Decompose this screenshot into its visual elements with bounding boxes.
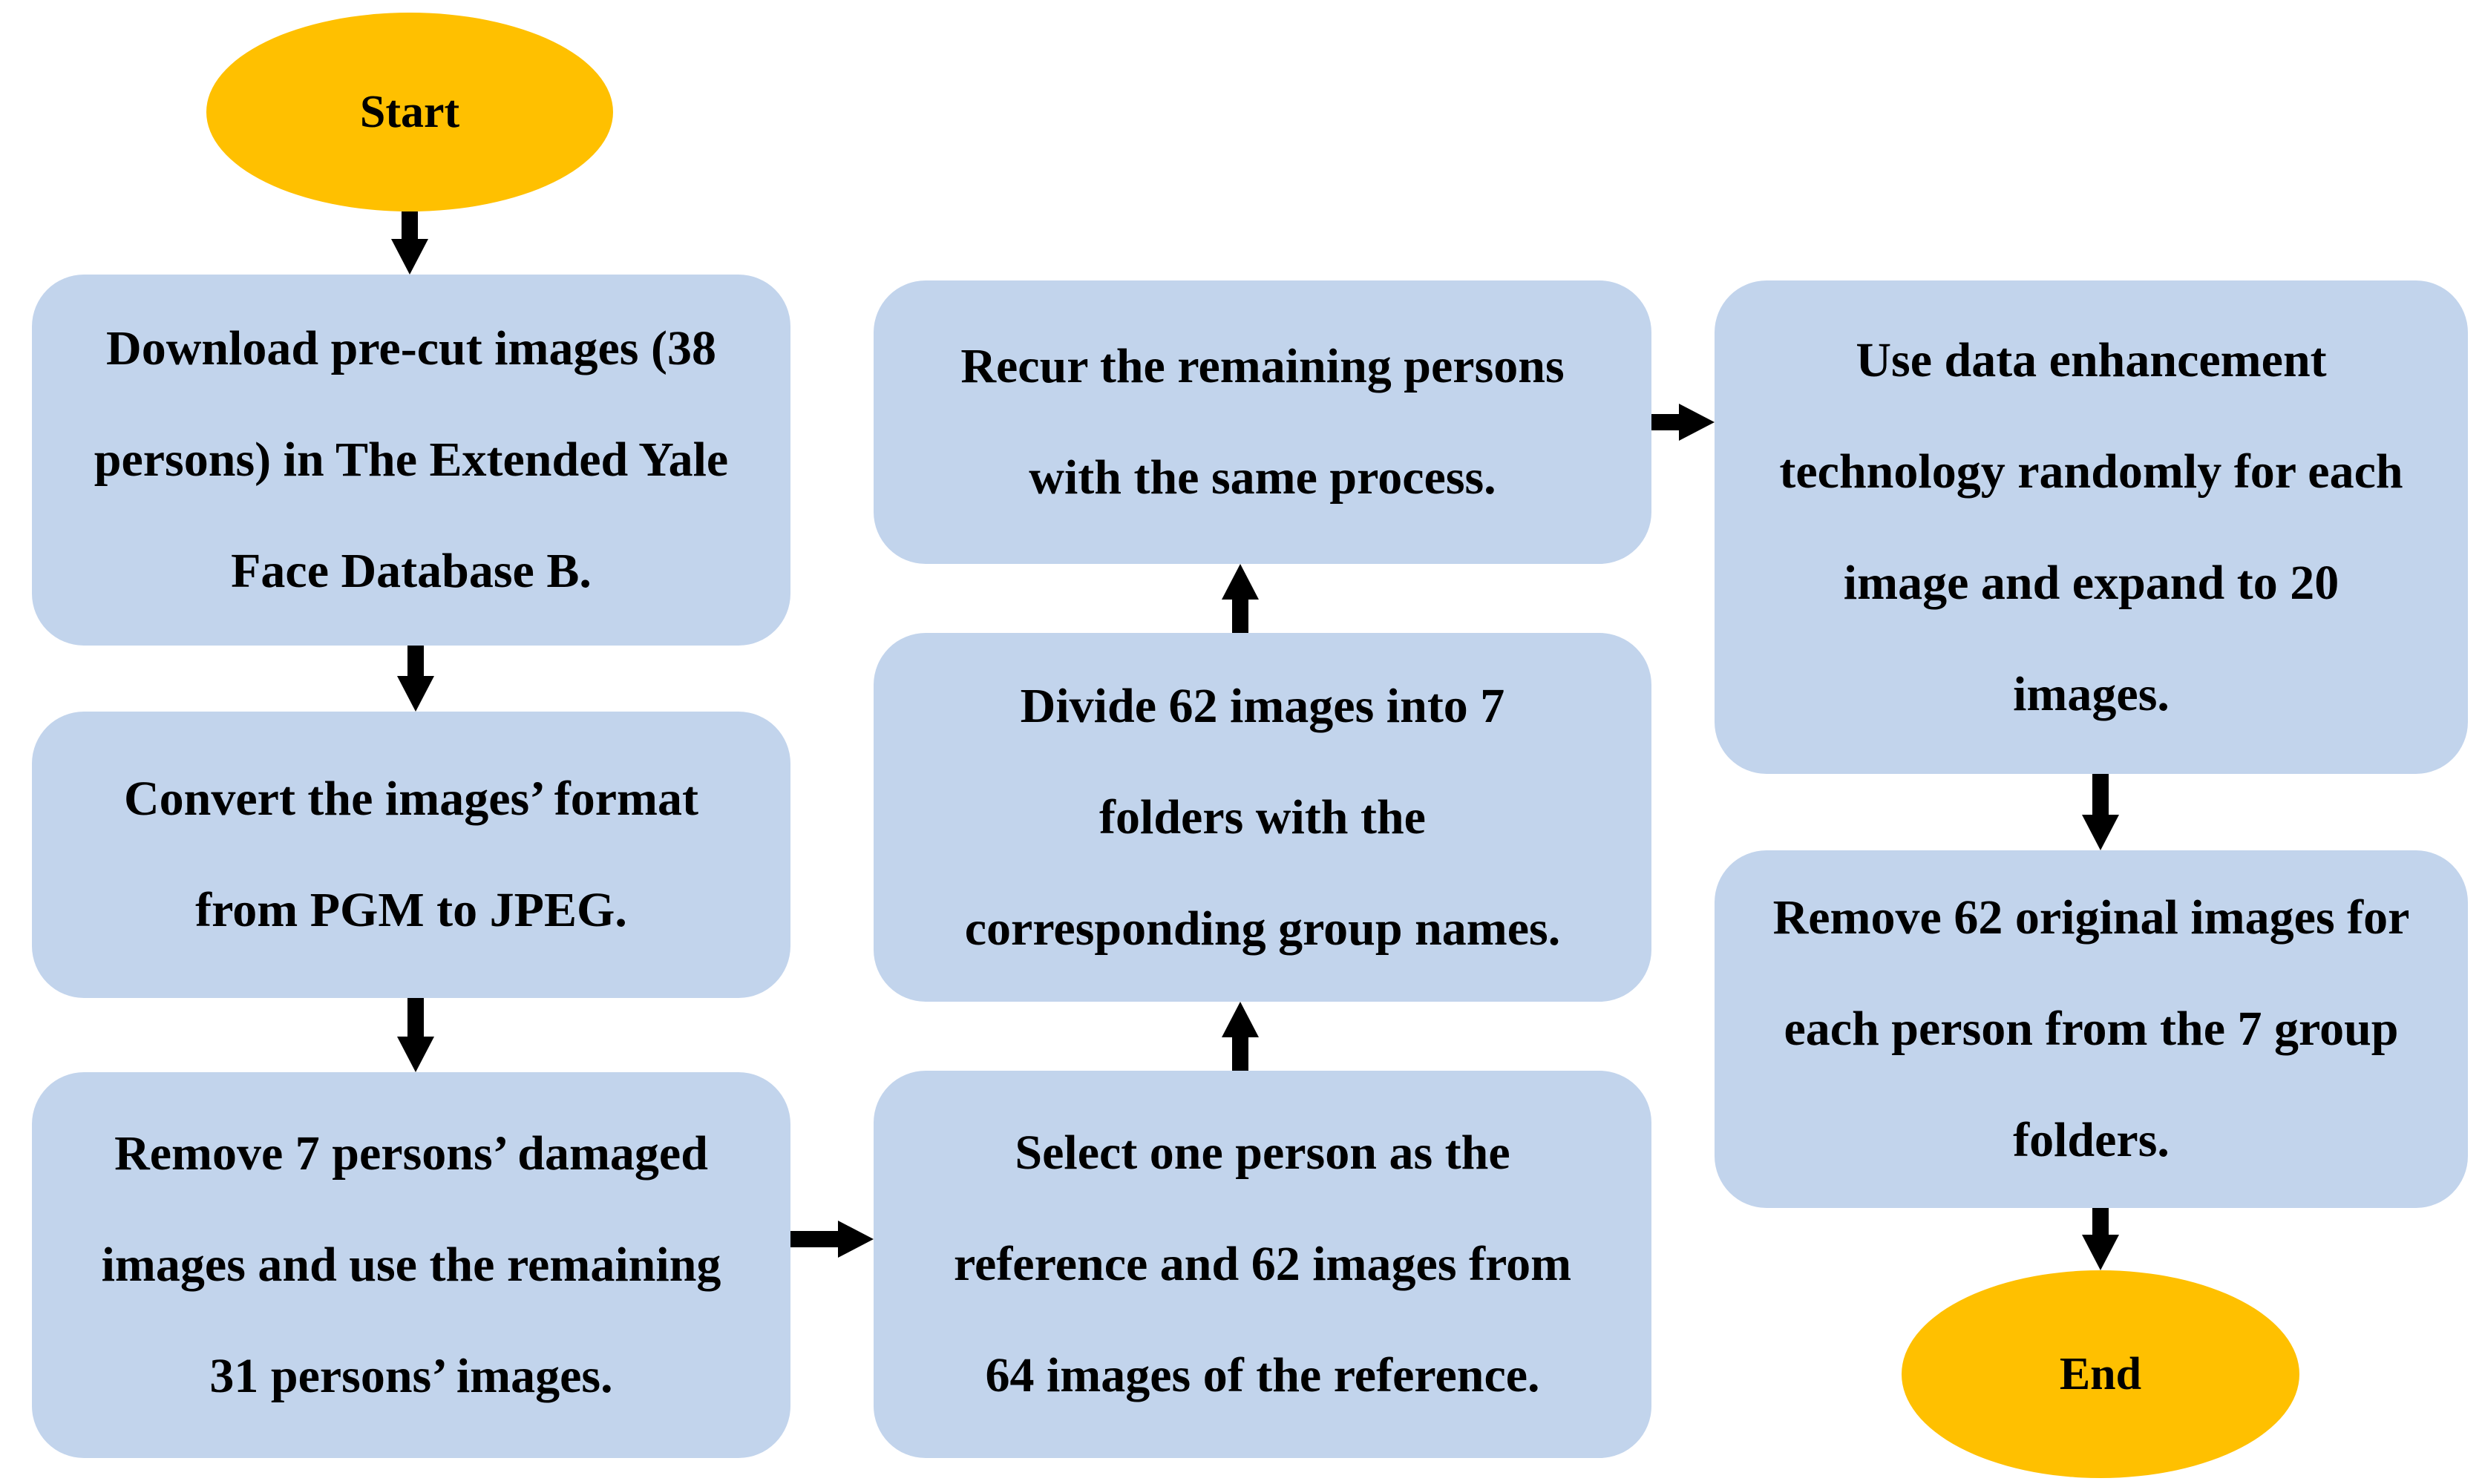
node-select-reference: Select one person as the reference and 6… [874, 1071, 1651, 1458]
arrow-start-to-download [391, 211, 428, 275]
arrow-head-down-icon [2082, 815, 2119, 850]
node-start: Start [206, 13, 613, 211]
arrow-enhance-to-remove-originals [2082, 774, 2119, 850]
node-convert: Convert the images’ format from PGM to J… [32, 712, 790, 998]
arrow-head-up-icon [1222, 1002, 1259, 1037]
arrow-shaft [1651, 414, 1679, 430]
arrow-download-to-convert [397, 646, 434, 712]
node-start-label: Start [359, 86, 460, 137]
arrow-head-right-icon [1679, 404, 1715, 441]
arrow-convert-to-remove-damaged [397, 998, 434, 1072]
arrow-select-reference-to-divide [1222, 1002, 1259, 1071]
arrow-shaft [2092, 1208, 2109, 1235]
arrow-head-down-icon [397, 1037, 434, 1072]
node-remove-originals: Remove 62 original images for each perso… [1715, 850, 2468, 1208]
arrow-shaft [402, 211, 418, 239]
node-end-label: End [2059, 1348, 2142, 1399]
node-enhance: Use data enhancement technology randomly… [1715, 280, 2468, 774]
node-remove-damaged: Remove 7 persons’ damaged images and use… [32, 1072, 790, 1458]
node-recur: Recur the remaining persons with the sam… [874, 280, 1651, 564]
node-download: Download pre-cut images (38 persons) in … [32, 275, 790, 646]
arrow-divide-to-recur [1222, 564, 1259, 633]
arrow-head-right-icon [838, 1221, 874, 1258]
node-divide: Divide 62 images into 7 folders with the… [874, 633, 1651, 1002]
arrow-shaft [790, 1231, 838, 1247]
arrow-recur-to-enhance [1651, 404, 1715, 441]
arrow-shaft [2092, 774, 2109, 815]
arrow-remove-damaged-to-select-reference [790, 1221, 874, 1258]
arrow-shaft [407, 998, 424, 1037]
arrow-shaft [407, 646, 424, 676]
arrow-head-up-icon [1222, 564, 1259, 600]
arrow-head-down-icon [2082, 1235, 2119, 1270]
arrow-remove-originals-to-end [2082, 1208, 2119, 1270]
arrow-shaft [1232, 1037, 1248, 1071]
arrow-head-down-icon [397, 676, 434, 712]
arrow-shaft [1232, 600, 1248, 633]
node-end: End [1902, 1270, 2299, 1478]
arrow-head-down-icon [391, 239, 428, 275]
